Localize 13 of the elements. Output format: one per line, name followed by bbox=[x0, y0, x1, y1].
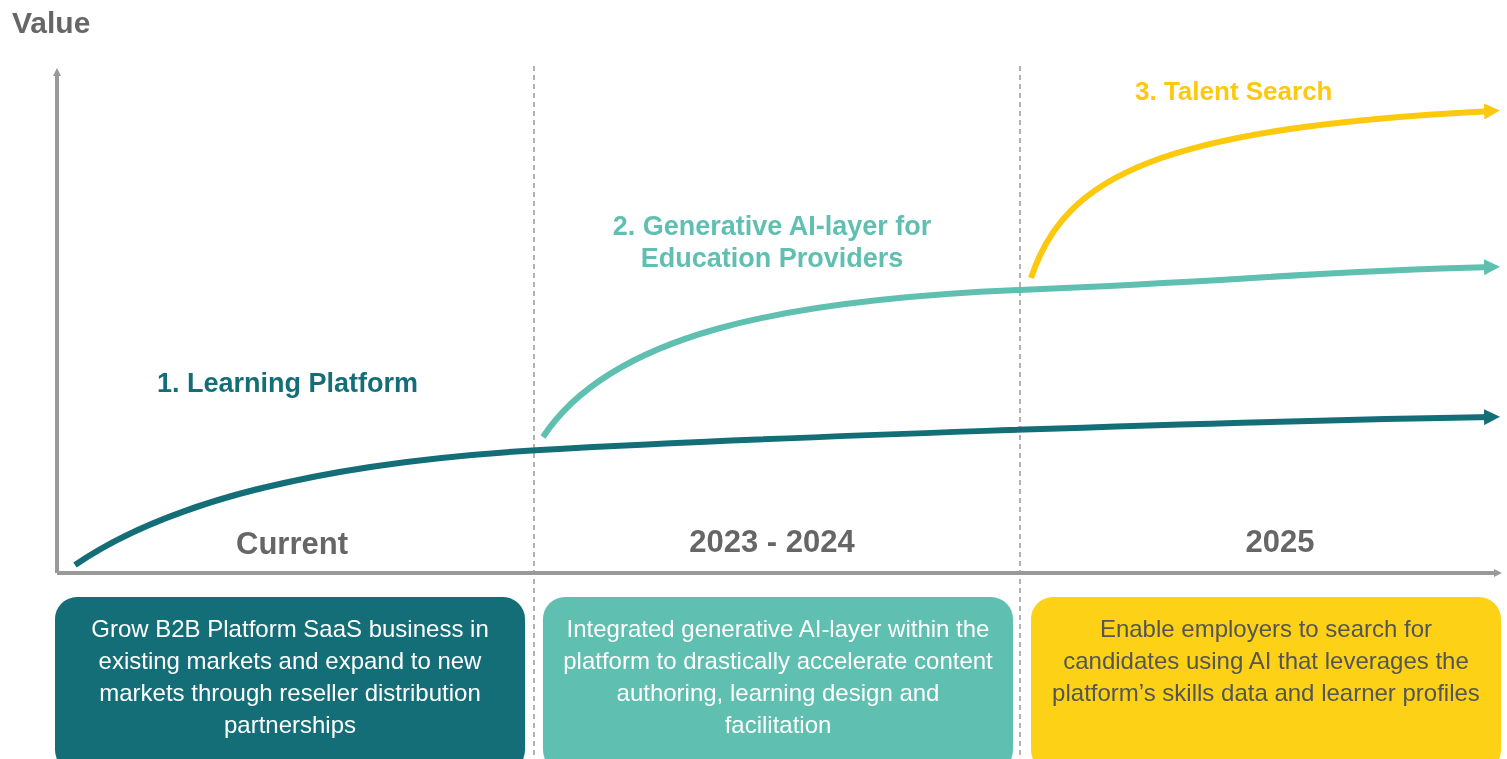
period-label: 2025 bbox=[1244, 524, 1316, 560]
description-card bbox=[1031, 597, 1501, 759]
curve-label: 2. Generative AI-layer for Education Providers bbox=[611, 210, 933, 274]
axis-title: Value bbox=[12, 6, 91, 40]
card-text: Integrated generative AI-layer within the platform to drastically accelerate content authoring, learning design and facilitation bbox=[562, 614, 994, 740]
curve-label: 1. Learning Platform bbox=[157, 368, 419, 399]
description-card bbox=[543, 597, 1013, 759]
period-label: 2023 - 2024 bbox=[688, 524, 856, 560]
period-label: Current bbox=[235, 526, 349, 562]
card-text: Enable employers to search for candidates using AI that leverages the platform’s skills data and learner profiles bbox=[1051, 614, 1481, 708]
description-card bbox=[55, 597, 525, 759]
card-text: Grow B2B Platform SaaS business in existing markets and expand to new markets through reseller distribution partnerships bbox=[90, 614, 490, 740]
curve-label: 3. Talent Search bbox=[1135, 76, 1333, 107]
